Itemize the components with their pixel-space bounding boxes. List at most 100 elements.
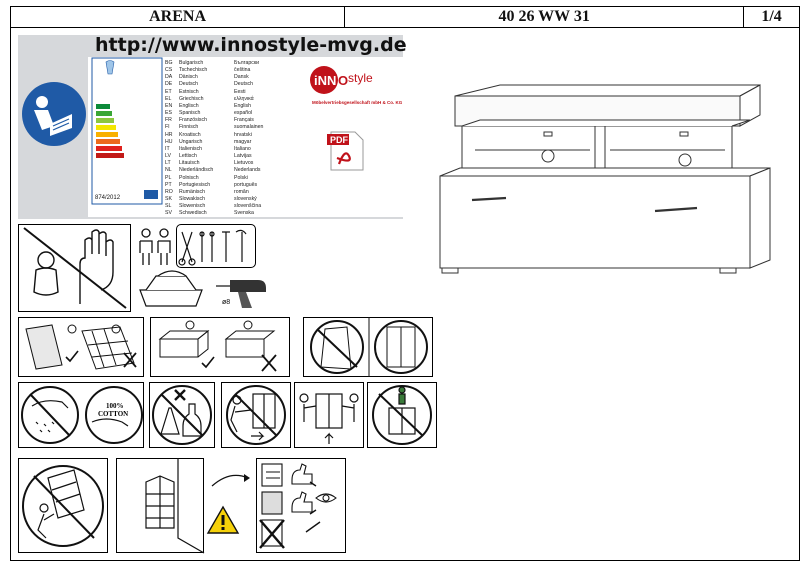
language-name-de: Lettisch (179, 153, 197, 160)
language-code: FR (165, 117, 172, 124)
wardrobe-icon (310, 317, 428, 377)
website-link[interactable]: http://www.innostyle-mvg.de (95, 34, 407, 56)
language-code: EN (165, 102, 173, 109)
language-name-native: magyar (234, 138, 252, 145)
language-name-native: Svenska (234, 210, 254, 217)
language-code: EL (165, 95, 172, 102)
language-code: FI (165, 124, 170, 131)
two-persons-icon (139, 228, 171, 265)
header-bar: ARENA 40 26 WW 31 1/4 (10, 6, 800, 28)
cleaning-panel (18, 382, 144, 448)
arrow-icon (211, 474, 250, 487)
language-row: SV Schwedisch Svenska (165, 210, 294, 217)
language-code: SV (165, 210, 172, 217)
no-climb-panel (367, 382, 437, 448)
svg-text:O: O (338, 73, 348, 88)
language-row: FR Französisch Français (165, 117, 294, 124)
no-tipping-icon (22, 465, 104, 547)
language-code: SL (165, 203, 172, 210)
language-code: ES (165, 110, 172, 117)
energy-label (91, 57, 163, 205)
language-name-native: suomalainen (234, 124, 264, 131)
language-name-de: Englisch (179, 102, 199, 109)
svg-text:iNN: iNN (314, 73, 336, 88)
language-row: EL Griechisch ελληνικά (165, 96, 294, 103)
fixing-icon (259, 463, 337, 549)
warning-icon (206, 505, 240, 534)
tipping-warning-panel (18, 458, 108, 553)
cleaning-icon: 100% COTTON (21, 386, 143, 444)
language-name-de: Finnisch (179, 124, 199, 131)
language-name-native: Dansk (234, 74, 249, 81)
no-children-icon (23, 227, 127, 309)
wall-mount-icon (145, 458, 205, 554)
tools-icon (178, 229, 247, 266)
language-code: DE (165, 81, 173, 88)
language-name-native: português (234, 181, 258, 188)
wardrobe-panel (303, 317, 433, 377)
product-name: ARENA (11, 7, 346, 27)
floor-protection-icon (25, 324, 137, 370)
language-name-native: čeština (234, 67, 251, 74)
language-name-native: English (234, 102, 252, 109)
energy-regulation: 874/2012 (95, 195, 121, 201)
language-name-de: Schwedisch (179, 210, 207, 217)
drill-size: ø8 (222, 299, 230, 306)
language-name-native: ελληνικά (234, 95, 254, 102)
language-name-de: Französisch (179, 117, 207, 124)
no-children-panel (18, 224, 131, 312)
lift-icon (299, 393, 359, 444)
language-name-de: Spanisch (179, 110, 201, 117)
lift-panel (294, 382, 364, 448)
wall-mount-panel (116, 458, 204, 553)
floor-protection-panel (18, 317, 144, 377)
language-name-native: Deutsch (234, 81, 254, 88)
language-code: HR (165, 131, 173, 138)
cotton-percent: 100% (106, 402, 124, 410)
language-code: SK (165, 195, 172, 202)
no-chemicals-panel (149, 382, 215, 448)
language-name-native: Nederlands (234, 167, 261, 174)
language-name-de: Slowakisch (179, 195, 205, 202)
tools-panel (176, 224, 256, 268)
language-code: BG (165, 60, 173, 66)
language-code: RO (165, 188, 173, 195)
brand-tagline: Möbelvertriebsgesellschaft mbH & Co. KG (312, 100, 403, 105)
language-code: IT (165, 145, 170, 152)
brand-logo: iNN O style (310, 66, 373, 94)
tv-cabinet-drawing (439, 84, 771, 274)
toolbox-icon (139, 270, 203, 307)
language-name-de: Italienisch (179, 145, 203, 152)
carton-panel (150, 317, 290, 377)
language-name-de: Niederländisch (179, 167, 214, 174)
language-code: PL (165, 174, 172, 181)
language-name-de: Griechisch (179, 95, 204, 102)
language-code: LT (165, 160, 171, 167)
language-code: ET (165, 88, 172, 95)
language-code: DA (165, 74, 173, 81)
language-name-de: Portugiesisch (179, 181, 211, 188)
pdf-icon[interactable]: PDF (325, 128, 369, 174)
pdf-label: PDF (330, 135, 349, 145)
language-name-de: Tschechisch (179, 67, 208, 74)
carton-icon (158, 320, 277, 372)
language-name-de: Polnisch (179, 174, 199, 181)
language-name-native: Français (234, 117, 254, 124)
language-name-native: Български (234, 60, 259, 66)
